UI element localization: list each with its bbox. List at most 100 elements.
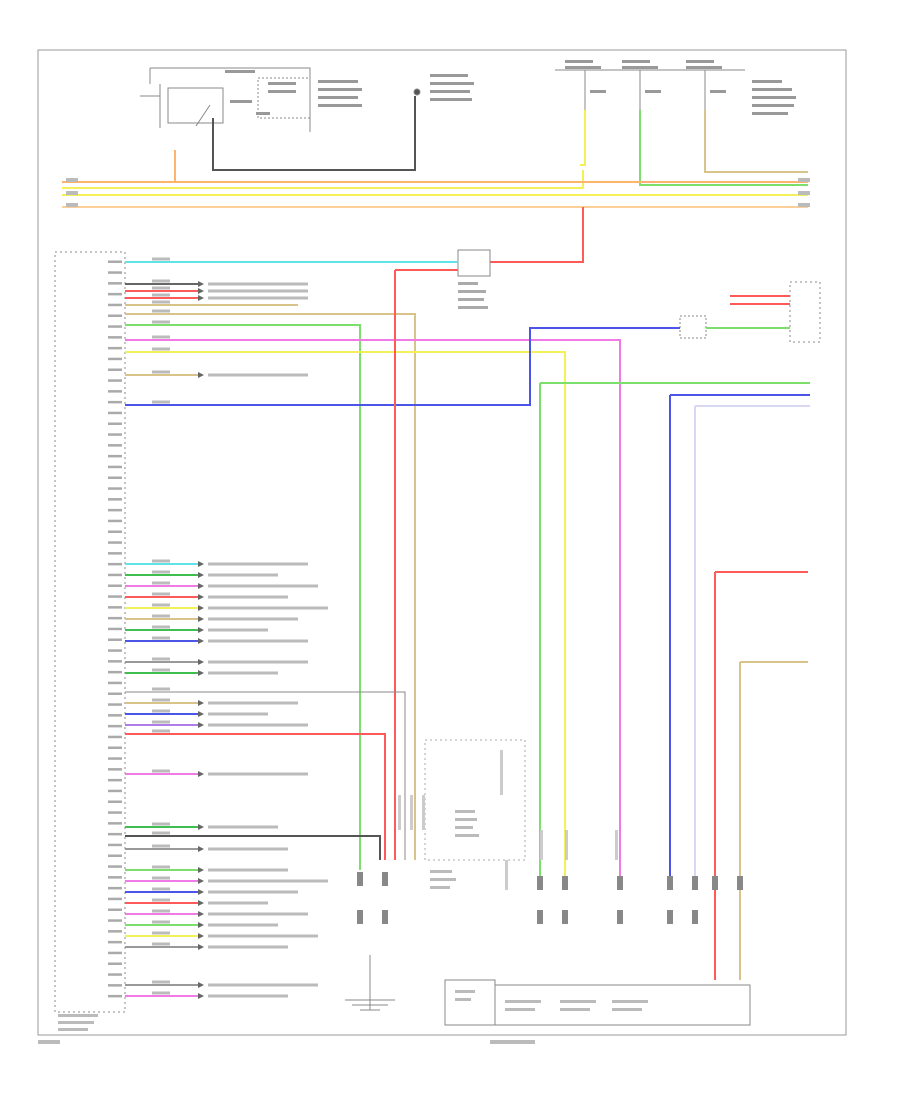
wire-color-code [152,347,170,351]
engine-room-relay-area [62,67,421,183]
ecu-pin-mark [108,606,122,609]
ecu-pin-mark [108,530,122,533]
wire-arrow [198,605,204,611]
diagram-frame [37,49,847,1036]
wire-arrow [198,878,204,884]
wire-color-code [152,570,170,574]
wire-color-code [152,370,170,374]
ecu-pin-mark [108,735,122,739]
wire-destination-label [208,868,288,872]
ecu-pin-mark [108,454,122,458]
ecu-pin-mark [108,390,122,393]
wire-destination-label [208,701,298,705]
ecu-pin-mark [108,357,122,361]
ecu-pin-mark [108,627,122,631]
ecu-pin-mark [108,940,122,944]
wire-destination-label [208,606,328,610]
wire-color-code [152,898,170,902]
ecu-pin-mark [108,660,122,663]
ecu-pin-mark [108,638,122,641]
wire-color-code [152,592,170,596]
ecu-pin-mark [108,541,122,544]
ecu-pin-mark [108,670,122,674]
wire-arrow [198,583,204,589]
wire-destination-label [208,289,308,293]
wire-destination-label [208,660,308,664]
wire-color-code [152,876,170,880]
wire-color-code [152,687,170,691]
ecu-pin-mark [108,292,122,296]
wire-color-code [152,636,170,640]
ecu-pin-mark [108,552,122,555]
wire-arrow [198,824,204,830]
ecu-pin-mark [108,714,122,717]
junction-connector-1 [457,249,491,277]
wire-color-code [152,668,170,672]
ecu-pin-mark [108,411,122,415]
ecu-pin-mark [108,789,122,793]
wire-arrow [198,627,204,633]
wire-arrow [198,846,204,852]
ecu-pin-mark [108,282,122,285]
ecu-pin-mark [108,325,122,328]
wire-destination-label [208,595,288,599]
wire-color-code [152,614,170,618]
ecu-pin-mark [108,876,122,879]
hybrid-control-bottom-box [444,979,496,1026]
ecu-pin-mark [108,800,122,803]
ecu-pin-mark [108,336,122,339]
ecu-pin-mark [108,724,122,728]
wire-destination-label [208,825,278,829]
wire-color-code [152,769,170,773]
wire-arrow [198,911,204,917]
wire-color-code [152,309,170,313]
junction-1-labels [458,282,488,309]
wire-destination-label [208,562,308,566]
ecu-pin-mark [108,303,122,307]
ecu-pin-mark [108,994,122,998]
ecu-lower-wires [125,563,406,997]
wire-destination-label [208,901,268,905]
wire-color-code [152,980,170,984]
ecu-pin-mark [108,843,122,847]
wire-arrow [198,561,204,567]
wire-arrow [198,771,204,777]
hybrid-control-bottom-main [494,984,751,1026]
ecu-pin-mark [108,465,122,469]
ecu-pin-mark [108,692,122,695]
wire-label-blocks [152,257,328,998]
ecu-caption-mark [58,1014,98,1017]
wire-color-code [152,603,170,607]
wire-destination-label [208,628,268,632]
ecu-caption-mark-2 [58,1021,94,1024]
wire-arrow [198,616,204,622]
footer-center-mark [490,1040,535,1044]
wire-destination-label [208,923,278,927]
ecu-pin-mark [108,379,122,382]
ecu-pin-mark [108,681,122,685]
ecu-pin-mark [108,487,122,490]
wire-color-code [152,720,170,724]
instrument-panel-fuses [62,69,808,189]
top-bus-lines [62,181,808,208]
ecu-pin-mark [108,573,122,577]
ecu-caption-mark-3 [58,1028,88,1031]
wire-destination-label [208,639,308,643]
wire-destination-label [208,373,308,377]
wire-color-code [152,625,170,629]
ecu-pin-mark [108,703,122,706]
wire-destination-label [208,879,328,883]
wire-destination-label [208,945,288,949]
wire-destination-label [208,890,298,894]
ecu-pin-labels [108,260,122,998]
ecu-pin-mark [108,562,122,566]
ecu-pin-mark [108,897,122,901]
ecu-pin-mark [108,930,122,933]
wire-arrow [198,900,204,906]
wire-color-code [152,931,170,935]
combination-meter-box [789,281,821,343]
fuse-labels-top-left [225,70,474,115]
wire-arrow [198,711,204,717]
ecu-pin-mark [108,973,122,976]
